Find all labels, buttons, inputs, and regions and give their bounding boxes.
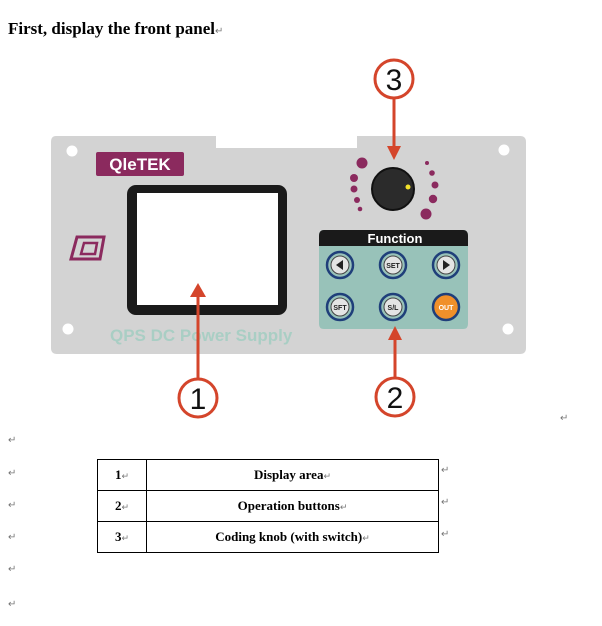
paragraph-mark: ↵ xyxy=(8,500,17,511)
paragraph-mark: ↵ xyxy=(121,503,130,513)
button-area xyxy=(319,230,468,329)
callout-1-arrowhead xyxy=(190,283,206,297)
legend-label-text: Operation buttons xyxy=(237,498,340,513)
legend-number-text: 1 xyxy=(114,467,122,482)
paragraph-mark: ↵ xyxy=(215,26,224,37)
left-button[interactable] xyxy=(325,250,355,280)
legend-number-text: 3 xyxy=(114,529,122,544)
mounting-hole-top-left xyxy=(66,145,78,157)
brand-logo-icon xyxy=(69,235,106,261)
table-row: 1↵ Display area↵ xyxy=(97,459,439,491)
function-bar xyxy=(319,230,468,246)
sft-button-label: SFT xyxy=(333,305,347,312)
paragraph-mark: ↵ xyxy=(323,472,331,482)
paragraph-mark: ↵ xyxy=(8,468,17,479)
mounting-hole-top-right xyxy=(498,144,510,156)
callout-2-arrowhead xyxy=(388,326,402,340)
paragraph-mark: ↵ xyxy=(8,532,17,543)
set-button-label: SET xyxy=(386,263,400,270)
right-button[interactable] xyxy=(431,250,461,280)
legend-number: 1↵ xyxy=(97,459,147,491)
paragraph-mark: ↵ xyxy=(339,503,348,513)
knob-indicator xyxy=(405,184,411,190)
paragraph-mark: ↵ xyxy=(8,599,17,610)
knob-scale-dots xyxy=(350,157,439,220)
table-row: 2↵ Operation buttons↵ xyxy=(97,490,439,522)
arrow-left-icon xyxy=(336,260,343,270)
page-heading: First, display the front panel↵ xyxy=(8,19,223,39)
sft-button[interactable]: SFT xyxy=(325,292,355,322)
display-screen xyxy=(137,193,278,305)
callout-1: 1 xyxy=(177,283,219,419)
callout-2: 2 xyxy=(374,326,416,418)
paragraph-mark: ↵ xyxy=(441,529,450,540)
sl-button[interactable]: S/L xyxy=(378,292,408,322)
legend-table: 1↵ Display area↵ 2↵ Operation buttons↵ 3… xyxy=(97,459,439,553)
callout-1-number: 1 xyxy=(190,383,207,416)
front-panel-illustration: QleTEK QPS DC Power Supply xyxy=(51,58,526,419)
out-button-label: OUT xyxy=(439,305,455,312)
paragraph-mark: ↵ xyxy=(362,534,370,544)
legend-label: Operation buttons↵ xyxy=(146,490,439,522)
paragraph-mark: ↵ xyxy=(8,564,17,575)
table-row: 3↵ Coding knob (with switch)↵ xyxy=(97,521,439,553)
callout-2-number: 2 xyxy=(387,382,404,415)
legend-number: 3↵ xyxy=(97,521,147,553)
paragraph-mark: ↵ xyxy=(560,413,569,424)
legend-label-text: Coding knob (with switch) xyxy=(215,529,363,544)
paragraph-mark: ↵ xyxy=(441,497,450,508)
legend-number-text: 2 xyxy=(114,498,122,513)
paragraph-mark: ↵ xyxy=(121,534,130,544)
brand-plate xyxy=(96,152,184,176)
paragraph-mark: ↵ xyxy=(441,465,450,476)
heading-text: First, display the front panel xyxy=(8,19,216,38)
callout-3: 3 xyxy=(373,58,415,160)
arrow-right-icon xyxy=(443,260,450,270)
brand-logo-text: QleTEK xyxy=(109,155,171,174)
sl-button-label: S/L xyxy=(388,305,400,312)
legend-number: 2↵ xyxy=(97,490,147,522)
out-button[interactable]: OUT xyxy=(431,292,461,322)
mounting-hole-bottom-left xyxy=(62,323,74,335)
model-label: QPS DC Power Supply xyxy=(110,326,293,345)
front-panel-figure: QleTEK QPS DC Power Supply xyxy=(51,58,526,419)
mounting-hole-bottom-right xyxy=(502,323,514,335)
paragraph-mark: ↵ xyxy=(8,435,17,446)
legend-label: Coding knob (with switch)↵ xyxy=(146,521,439,553)
callout-3-number: 3 xyxy=(386,64,403,97)
legend-label-text: Display area xyxy=(253,467,324,482)
function-label: Function xyxy=(368,231,423,246)
legend-label: Display area↵ xyxy=(146,459,439,491)
paragraph-mark: ↵ xyxy=(121,472,130,482)
set-button[interactable]: SET xyxy=(378,250,408,280)
callout-3-arrowhead xyxy=(387,146,401,160)
coding-knob[interactable] xyxy=(371,167,415,211)
